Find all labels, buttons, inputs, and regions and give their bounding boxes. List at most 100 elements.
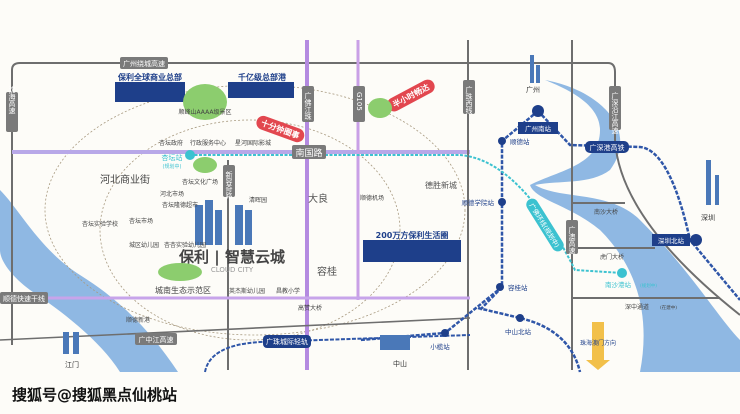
watermark: 搜狐号@搜狐黑点仙桃站 (12, 386, 178, 404)
label-admin-center: 行政服务中心 (190, 139, 226, 147)
svg-text:保利全球商业总部: 保利全球商业总部 (117, 72, 182, 82)
svg-text:广深沿江高速: 广深沿江高速 (611, 91, 619, 135)
metro-line (190, 154, 623, 274)
svg-text:广珠西线: 广珠西线 (465, 85, 473, 114)
svg-text:顺德快速干线: 顺德快速干线 (3, 294, 45, 303)
road-ring (11, 62, 488, 345)
label-nanshagang-note: (规划中) (640, 282, 657, 289)
label-supermarket: 杏坛隆德超市 (162, 201, 198, 209)
park-shunfeng (183, 84, 227, 120)
svg-text:新容奇路: 新容奇路 (225, 170, 233, 200)
label-shunfeng: 顺峰山AAAA级景区 (179, 108, 232, 116)
svg-text:千亿级总部港: 千亿级总部港 (238, 72, 287, 82)
svg-text:广佛环线(规划中): 广佛环线(规划中) (527, 201, 561, 249)
svg-text:广澳高速: 广澳高速 (568, 225, 576, 255)
label-xinghe: 星河国际影城 (235, 139, 271, 147)
station-shunde-college[interactable]: 顺德学院站 (462, 198, 507, 207)
svg-text:江门: 江门 (65, 360, 79, 369)
station-ronggui[interactable]: 容桂站 (496, 283, 528, 292)
road-label-g105: G105 (353, 86, 365, 122)
station-zs-north[interactable]: 中山北站 (505, 314, 532, 336)
road-label-intercity: 广珠城际轻轨 (263, 335, 311, 348)
river-west (0, 190, 178, 372)
station-xiaolan[interactable]: 小榄站 (430, 329, 450, 351)
project-name: 保利 | 智慧云城 (178, 248, 285, 267)
svg-text:广州: 广州 (526, 85, 540, 94)
station-sz-north[interactable]: 深圳北站 (652, 234, 702, 246)
callout-hub: 千亿级总部港 (228, 72, 294, 98)
city-jiangmen: 江门 (63, 332, 79, 369)
city-shenzhen: 深圳 (701, 160, 719, 222)
radius-circle-inner (99, 119, 401, 341)
station-shunde[interactable]: 顺德站 (498, 137, 530, 146)
road-label-xinrong: 新容奇路 (223, 165, 235, 200)
label-desheng: 德胜新城 (425, 180, 457, 190)
city-guangzhou: 广州 (526, 55, 540, 94)
label-kinder2: 杏杏实验幼儿园 (164, 241, 206, 249)
svg-text:深圳: 深圳 (701, 213, 715, 222)
city-zhongshan: 中山 (380, 335, 410, 368)
label-ecology: 城南生态示范区 (155, 285, 211, 295)
road-label-guangzhu-west: 广珠西线 (463, 80, 475, 114)
label-xingtan-station: 杏坛站 (162, 153, 183, 162)
road-label-ring: 广州绕城高速 (120, 57, 168, 69)
road-coastal (488, 62, 740, 316)
label-gaozan: 高赞大桥 (298, 304, 322, 312)
svg-text:十分钟圈事: 十分钟圈事 (260, 118, 301, 141)
label-xingtan-plaza: 杏坛文化广场 (182, 178, 218, 186)
svg-text:广中江高速: 广中江高速 (139, 335, 174, 344)
road-label-guangfo: 广佛江珠 (302, 86, 314, 122)
label-nansha-bridge: 南沙大桥 (594, 208, 618, 216)
park-daliang (368, 98, 392, 118)
label-kinder1: 城区幼儿园 (129, 241, 159, 249)
callout-poly-life: 200万方保利生活圈 (363, 230, 461, 262)
park-ecology (158, 263, 202, 281)
svg-text:广珠城际轻轨: 广珠城际轻轨 (266, 337, 308, 346)
river-east (530, 80, 740, 372)
metro-station-icon (617, 268, 627, 278)
label-xingtan-station-note: (规划中) (163, 163, 182, 170)
svg-text:顺德站: 顺德站 (510, 137, 530, 146)
rail-intercity (204, 334, 471, 373)
label-market2: 杏坛市场 (129, 217, 153, 225)
road-label-guangzhong: 广中江高速 (135, 333, 177, 345)
svg-text:南国路: 南国路 (295, 147, 322, 159)
label-shenzhong-note: (在建中) (660, 304, 677, 311)
svg-text:中山北站: 中山北站 (505, 327, 532, 336)
road-label-coastal: 广深沿江高速 (609, 86, 621, 135)
label-changjiao: 昌教小学 (276, 287, 300, 295)
svg-text:珠海澳门方向: 珠海澳门方向 (580, 339, 616, 347)
project-towers (195, 200, 252, 245)
label-school1: 杏坛实验学校 (82, 220, 118, 228)
metro-station-icon (185, 150, 195, 160)
label-hebei-market: 河北市场 (160, 190, 184, 198)
park-qinghui (193, 157, 217, 173)
label-ronggui: 容桂 (317, 265, 337, 278)
road-label-guangao: 广澳高速 (566, 220, 578, 255)
svg-text:顺德学院站: 顺德学院站 (462, 198, 495, 207)
label-shenzhong: 深中通道 (625, 303, 649, 311)
svg-text:200万方保利生活圈: 200万方保利生活圈 (376, 230, 449, 240)
station-gz-south[interactable]: 广州南站 (518, 105, 558, 134)
label-qinghua: 清晖园 (249, 196, 267, 204)
svg-text:深圳北站: 深圳北站 (658, 236, 685, 245)
svg-text:广佛江珠: 广佛江珠 (304, 91, 312, 121)
svg-text:广州绕城高速: 广州绕城高速 (123, 59, 165, 68)
svg-text:中山: 中山 (393, 359, 407, 368)
label-shunde-new: 顺德新港 (126, 316, 150, 324)
svg-text:容桂站: 容桂站 (508, 283, 528, 292)
zhuhai-direction: 珠海澳门方向 (580, 322, 616, 370)
label-yingjie: 英杰斯幼儿园 (229, 287, 265, 295)
svg-text:沈海高速: 沈海高速 (8, 85, 16, 115)
label-shunde-airport: 顺德机场 (360, 194, 384, 202)
label-xingtan-gov: 杏坛政府 (159, 139, 183, 147)
road-label-shunde-express: 顺德快速干线 (0, 292, 48, 304)
road-label-shenhai: 沈海高速 (6, 85, 18, 132)
svg-text:广州南站: 广州南站 (525, 124, 552, 133)
svg-text:小榄站: 小榄站 (430, 342, 450, 351)
label-humen-bridge: 虎门大桥 (600, 253, 624, 261)
svg-text:G105: G105 (355, 92, 363, 111)
label-hebei-street: 河北商业街 (100, 173, 150, 186)
